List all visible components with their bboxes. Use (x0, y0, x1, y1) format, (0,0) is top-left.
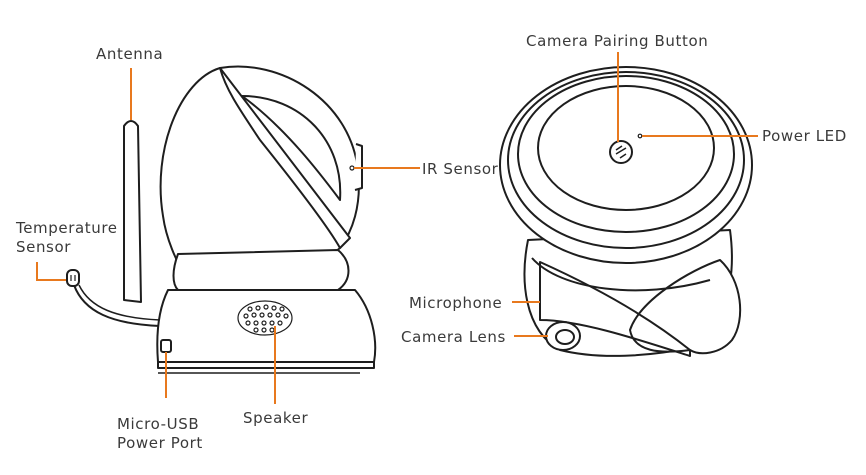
camera-lens-label: Camera Lens (401, 328, 506, 346)
power-led-label: Power LED (762, 127, 847, 145)
antenna-label: Antenna (96, 45, 164, 63)
microphone-label: Microphone (409, 294, 503, 312)
micro-usb-label-line1: Micro-USB (117, 415, 200, 433)
camera-side-view (66, 65, 377, 374)
camera-pairing-button-label: Camera Pairing Button (526, 32, 709, 50)
temperature-sensor-probe (66, 269, 80, 287)
ir-sensor-label: IR Sensor (422, 160, 499, 178)
ir-sensor-dot (349, 165, 355, 171)
speaker-label: Speaker (243, 409, 309, 427)
camera-pairing-button (609, 140, 633, 164)
antenna-body (123, 120, 142, 303)
temperature-sensor-cable (73, 284, 161, 327)
temperature-sensor-cable-inner (78, 284, 161, 321)
camera-lens-inner (555, 329, 575, 345)
camera-base-foot (157, 361, 375, 369)
temperature-sensor-label-line2: Sensor (16, 238, 72, 256)
lens-body (539, 261, 691, 357)
micro-usb-label-line2: Power Port (117, 434, 203, 452)
head-front-plate (219, 67, 351, 249)
speaker-grille (237, 300, 293, 336)
micro-usb-port (160, 339, 172, 353)
speaker-outline (237, 300, 293, 336)
camera-side-ball (629, 259, 742, 355)
camera-top-view (499, 66, 753, 357)
leader-lines (36, 52, 758, 404)
camera-neck (172, 249, 350, 291)
pairing-button-glyph (615, 145, 627, 159)
temperature-sensor-leader (36, 262, 66, 281)
temperature-sensor-label-line1: Temperature (16, 219, 118, 237)
head-front-window (241, 95, 342, 201)
power-led (637, 133, 643, 139)
microphone-band (531, 257, 711, 292)
